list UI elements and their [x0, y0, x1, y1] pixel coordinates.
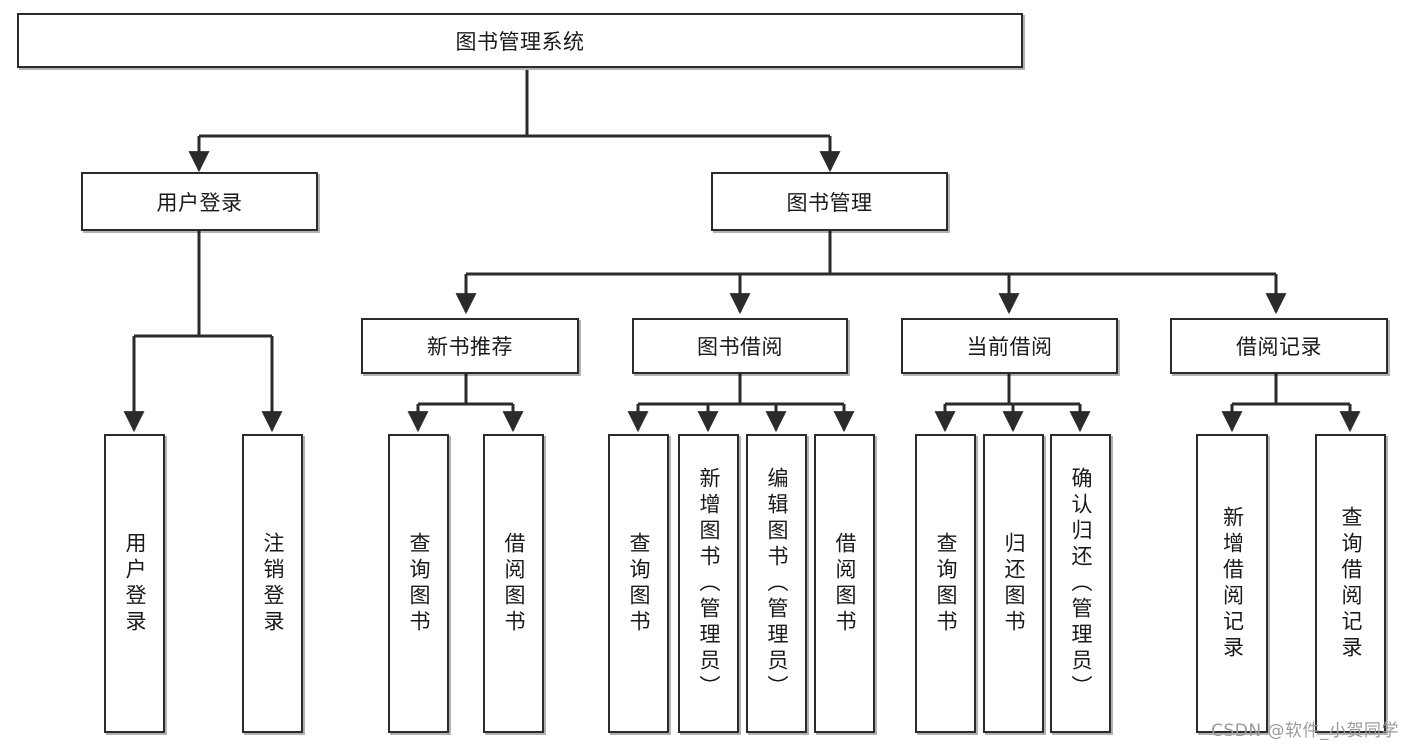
node-leaf-borrow-book-2-label: 借阅图书 [833, 531, 857, 636]
node-leaf-add-book[interactable]: 新增图书（管理员） [678, 434, 739, 733]
node-leaf-borrow-book-1-label: 借阅图书 [502, 531, 526, 636]
node-leaf-add-record[interactable]: 新增借阅记录 [1196, 434, 1268, 733]
node-borrow-record-label: 借阅记录 [1236, 335, 1322, 359]
node-leaf-query-book-3-label: 查询图书 [934, 531, 958, 636]
node-book-manage[interactable]: 图书管理 [711, 172, 948, 231]
node-book-borrow[interactable]: 图书借阅 [632, 318, 848, 374]
node-leaf-return-book[interactable]: 归还图书 [983, 434, 1044, 733]
node-book-manage-label: 图书管理 [786, 190, 873, 215]
node-leaf-edit-book[interactable]: 编辑图书（管理员） [746, 434, 807, 733]
node-leaf-borrow-book-1[interactable]: 借阅图书 [483, 434, 544, 733]
node-leaf-logout[interactable]: 注销登录 [242, 434, 303, 733]
node-leaf-confirm-return-label: 确认归还（管理员） [1069, 466, 1093, 701]
node-leaf-query-book-2-label: 查询图书 [627, 531, 651, 636]
node-book-borrow-label: 图书借阅 [697, 335, 783, 359]
node-leaf-user-login-label: 用户登录 [123, 531, 147, 636]
node-leaf-add-record-label: 新增借阅记录 [1220, 505, 1245, 662]
node-borrow-record[interactable]: 借阅记录 [1170, 318, 1388, 374]
node-leaf-confirm-return[interactable]: 确认归还（管理员） [1050, 434, 1111, 733]
node-leaf-borrow-book-2[interactable]: 借阅图书 [814, 434, 875, 733]
node-new-book-rec[interactable]: 新书推荐 [361, 318, 579, 374]
node-leaf-query-book-1[interactable]: 查询图书 [388, 434, 449, 733]
node-current-borrow[interactable]: 当前借阅 [901, 318, 1118, 374]
node-root[interactable]: 图书管理系统 [17, 13, 1023, 68]
node-current-borrow-label: 当前借阅 [966, 335, 1053, 359]
node-leaf-logout-label: 注销登录 [261, 531, 285, 636]
node-leaf-query-book-2[interactable]: 查询图书 [608, 434, 669, 733]
node-root-label: 图书管理系统 [455, 29, 585, 54]
node-leaf-add-book-label: 新增图书（管理员） [697, 466, 721, 701]
node-new-book-rec-label: 新书推荐 [427, 335, 513, 359]
node-leaf-query-book-3[interactable]: 查询图书 [915, 434, 976, 733]
node-leaf-edit-book-label: 编辑图书（管理员） [765, 466, 789, 701]
node-user-login[interactable]: 用户登录 [81, 172, 318, 231]
node-leaf-query-book-1-label: 查询图书 [407, 531, 431, 636]
node-leaf-user-login[interactable]: 用户登录 [104, 434, 165, 733]
node-leaf-query-record-label: 查询借阅记录 [1339, 505, 1363, 662]
node-leaf-return-book-label: 归还图书 [1002, 531, 1026, 636]
node-leaf-query-record[interactable]: 查询借阅记录 [1315, 434, 1386, 733]
node-user-login-label: 用户登录 [156, 190, 243, 215]
